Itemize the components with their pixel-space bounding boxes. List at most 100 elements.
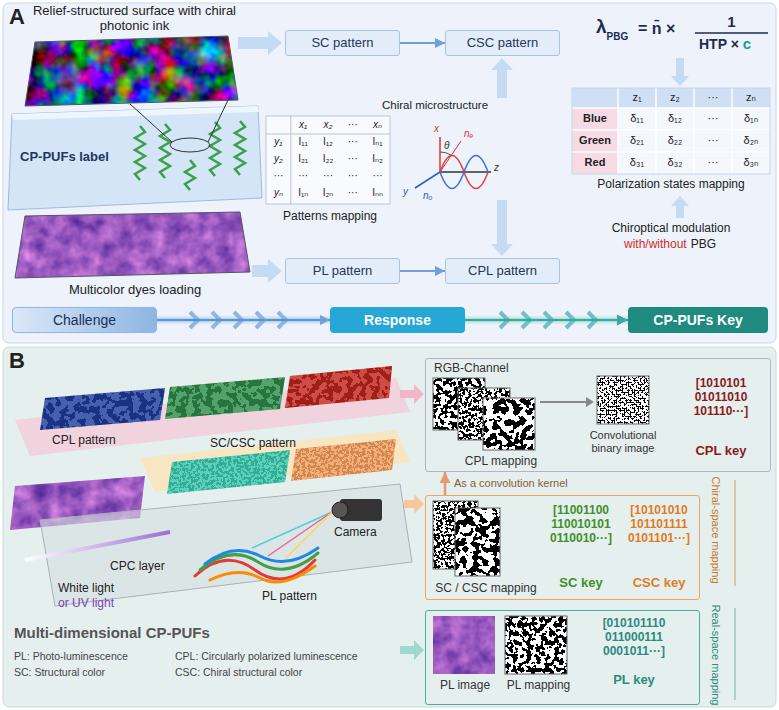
matrix-cell: I₁₁ <box>291 136 316 148</box>
chiral-figure <box>440 156 488 189</box>
table-cell: ··· <box>694 156 732 169</box>
panel-letter: B <box>9 348 25 373</box>
state-table <box>572 108 618 174</box>
matrix-cell: Iₙₙ <box>365 187 390 199</box>
binary-image <box>433 616 495 674</box>
matrix-cell: ··· <box>340 119 365 131</box>
abbreviation-note: SC: Structural color <box>14 666 105 678</box>
mapping-arrow <box>400 384 424 660</box>
state-table <box>655 88 657 174</box>
flow-arrow <box>491 200 513 256</box>
binary-image <box>597 376 649 424</box>
connector-arrow <box>157 319 330 322</box>
table-cell: Green <box>572 134 618 147</box>
state-table <box>572 151 770 153</box>
table-cell: δ₂ₙ <box>732 134 770 147</box>
ink-surface-image <box>20 30 245 110</box>
formula-part: 1 <box>695 13 768 30</box>
formula-part: λ <box>596 16 607 38</box>
table-cell: z₁ <box>618 91 656 104</box>
key-name: PL key <box>584 673 684 688</box>
matrix-cell: ··· <box>340 153 365 165</box>
binary-image <box>505 616 567 674</box>
abbreviation-note: CSC: Chiral structural color <box>175 666 302 678</box>
flow-arrow <box>671 58 689 86</box>
binary-image <box>483 398 535 450</box>
box-label: Response <box>364 312 431 328</box>
layer-label: CPL pattern <box>52 434 116 448</box>
mapping-arrow <box>400 384 424 404</box>
matrix-grid <box>266 116 390 204</box>
light-label: or UV light <box>58 597 114 611</box>
table-cell: ··· <box>694 112 732 125</box>
key-name: SC key <box>544 576 618 591</box>
table-cell: ··· <box>694 91 732 104</box>
matrix-cell: I₂ₙ <box>316 187 341 199</box>
table-cell: δ₂₂ <box>656 134 694 147</box>
bracket-line <box>734 480 735 586</box>
cpl-layer <box>283 364 395 410</box>
cpl-layer <box>38 386 168 432</box>
pattern-box: CPL pattern <box>445 258 560 284</box>
image-caption: Convolutional binary image <box>578 429 668 454</box>
state-table <box>572 129 770 131</box>
cpl-layer <box>283 364 395 410</box>
table-cell: δ₃₁ <box>618 156 656 169</box>
box-label: SC pattern <box>311 36 373 51</box>
chiral-helix <box>135 121 245 190</box>
key-name: CSC key <box>622 576 696 591</box>
mapping-box: SC / CSC mapping[11001100 110010101 0110… <box>425 495 700 600</box>
panel-background <box>3 3 776 343</box>
panel-title: Multi-dimensional CP-PUFs <box>14 624 210 641</box>
state-table <box>572 88 770 174</box>
zoom-callout <box>130 104 172 142</box>
table-caption: Polarization states mapping <box>572 178 770 192</box>
chiral-figure <box>440 171 491 173</box>
binary-image <box>455 508 500 576</box>
pattern-box: SC pattern <box>285 30 400 56</box>
sc-csc-layer <box>289 437 399 483</box>
cpl-layer <box>163 375 288 421</box>
connector-arrow <box>444 472 447 495</box>
key-bits: [11001100 110010101 0110010···] <box>544 504 618 545</box>
connector-arrow <box>465 319 628 322</box>
binary-image <box>455 508 500 576</box>
axis-label: x <box>434 123 439 135</box>
label-slab <box>8 106 262 210</box>
matrix-cell: I₂₂ <box>316 153 341 165</box>
axis-label: θ <box>444 140 449 152</box>
layer-label: CPC layer <box>110 560 165 574</box>
mapping-arrow <box>400 640 424 660</box>
image-caption: Patterns mapping <box>262 210 398 224</box>
zoom-callout <box>130 100 228 152</box>
table-cell: z₂ <box>656 91 694 104</box>
side-label: Chiral-space mapping <box>710 477 723 584</box>
sc-csc-layer <box>140 430 410 496</box>
image-caption: Relief-structured surface with chiral ph… <box>22 4 247 34</box>
image-caption: CPL mapping <box>446 455 556 469</box>
dye-image <box>10 205 255 285</box>
device-label: Camera <box>334 526 377 540</box>
table-cell: δ₁₂ <box>656 112 694 125</box>
panel-background <box>3 3 776 707</box>
label-slab <box>8 106 262 210</box>
matrix-cell: ··· <box>266 170 291 182</box>
key-bits: [10101010 101101111 0101101···] <box>622 504 696 545</box>
figure-caption: Chiral microstructure <box>380 99 490 112</box>
note-text: Chiroptical modulation <box>572 222 770 236</box>
table-cell: δ₃₂ <box>656 156 694 169</box>
light-beam <box>25 512 332 560</box>
matrix-cell: ··· <box>340 170 365 182</box>
chiral-figure <box>415 137 491 189</box>
layer-label: SC/CSC pattern <box>210 437 296 451</box>
flow-arrow <box>671 196 689 218</box>
state-table <box>731 88 733 174</box>
zoom-callout <box>208 100 228 142</box>
box-label: PL pattern <box>313 264 373 279</box>
bracket-line <box>734 480 735 700</box>
matrix-grid <box>290 116 291 204</box>
box-label: CP-PUFs Key <box>653 312 742 328</box>
mapping-arrow <box>404 494 424 514</box>
binary-image <box>483 398 535 450</box>
